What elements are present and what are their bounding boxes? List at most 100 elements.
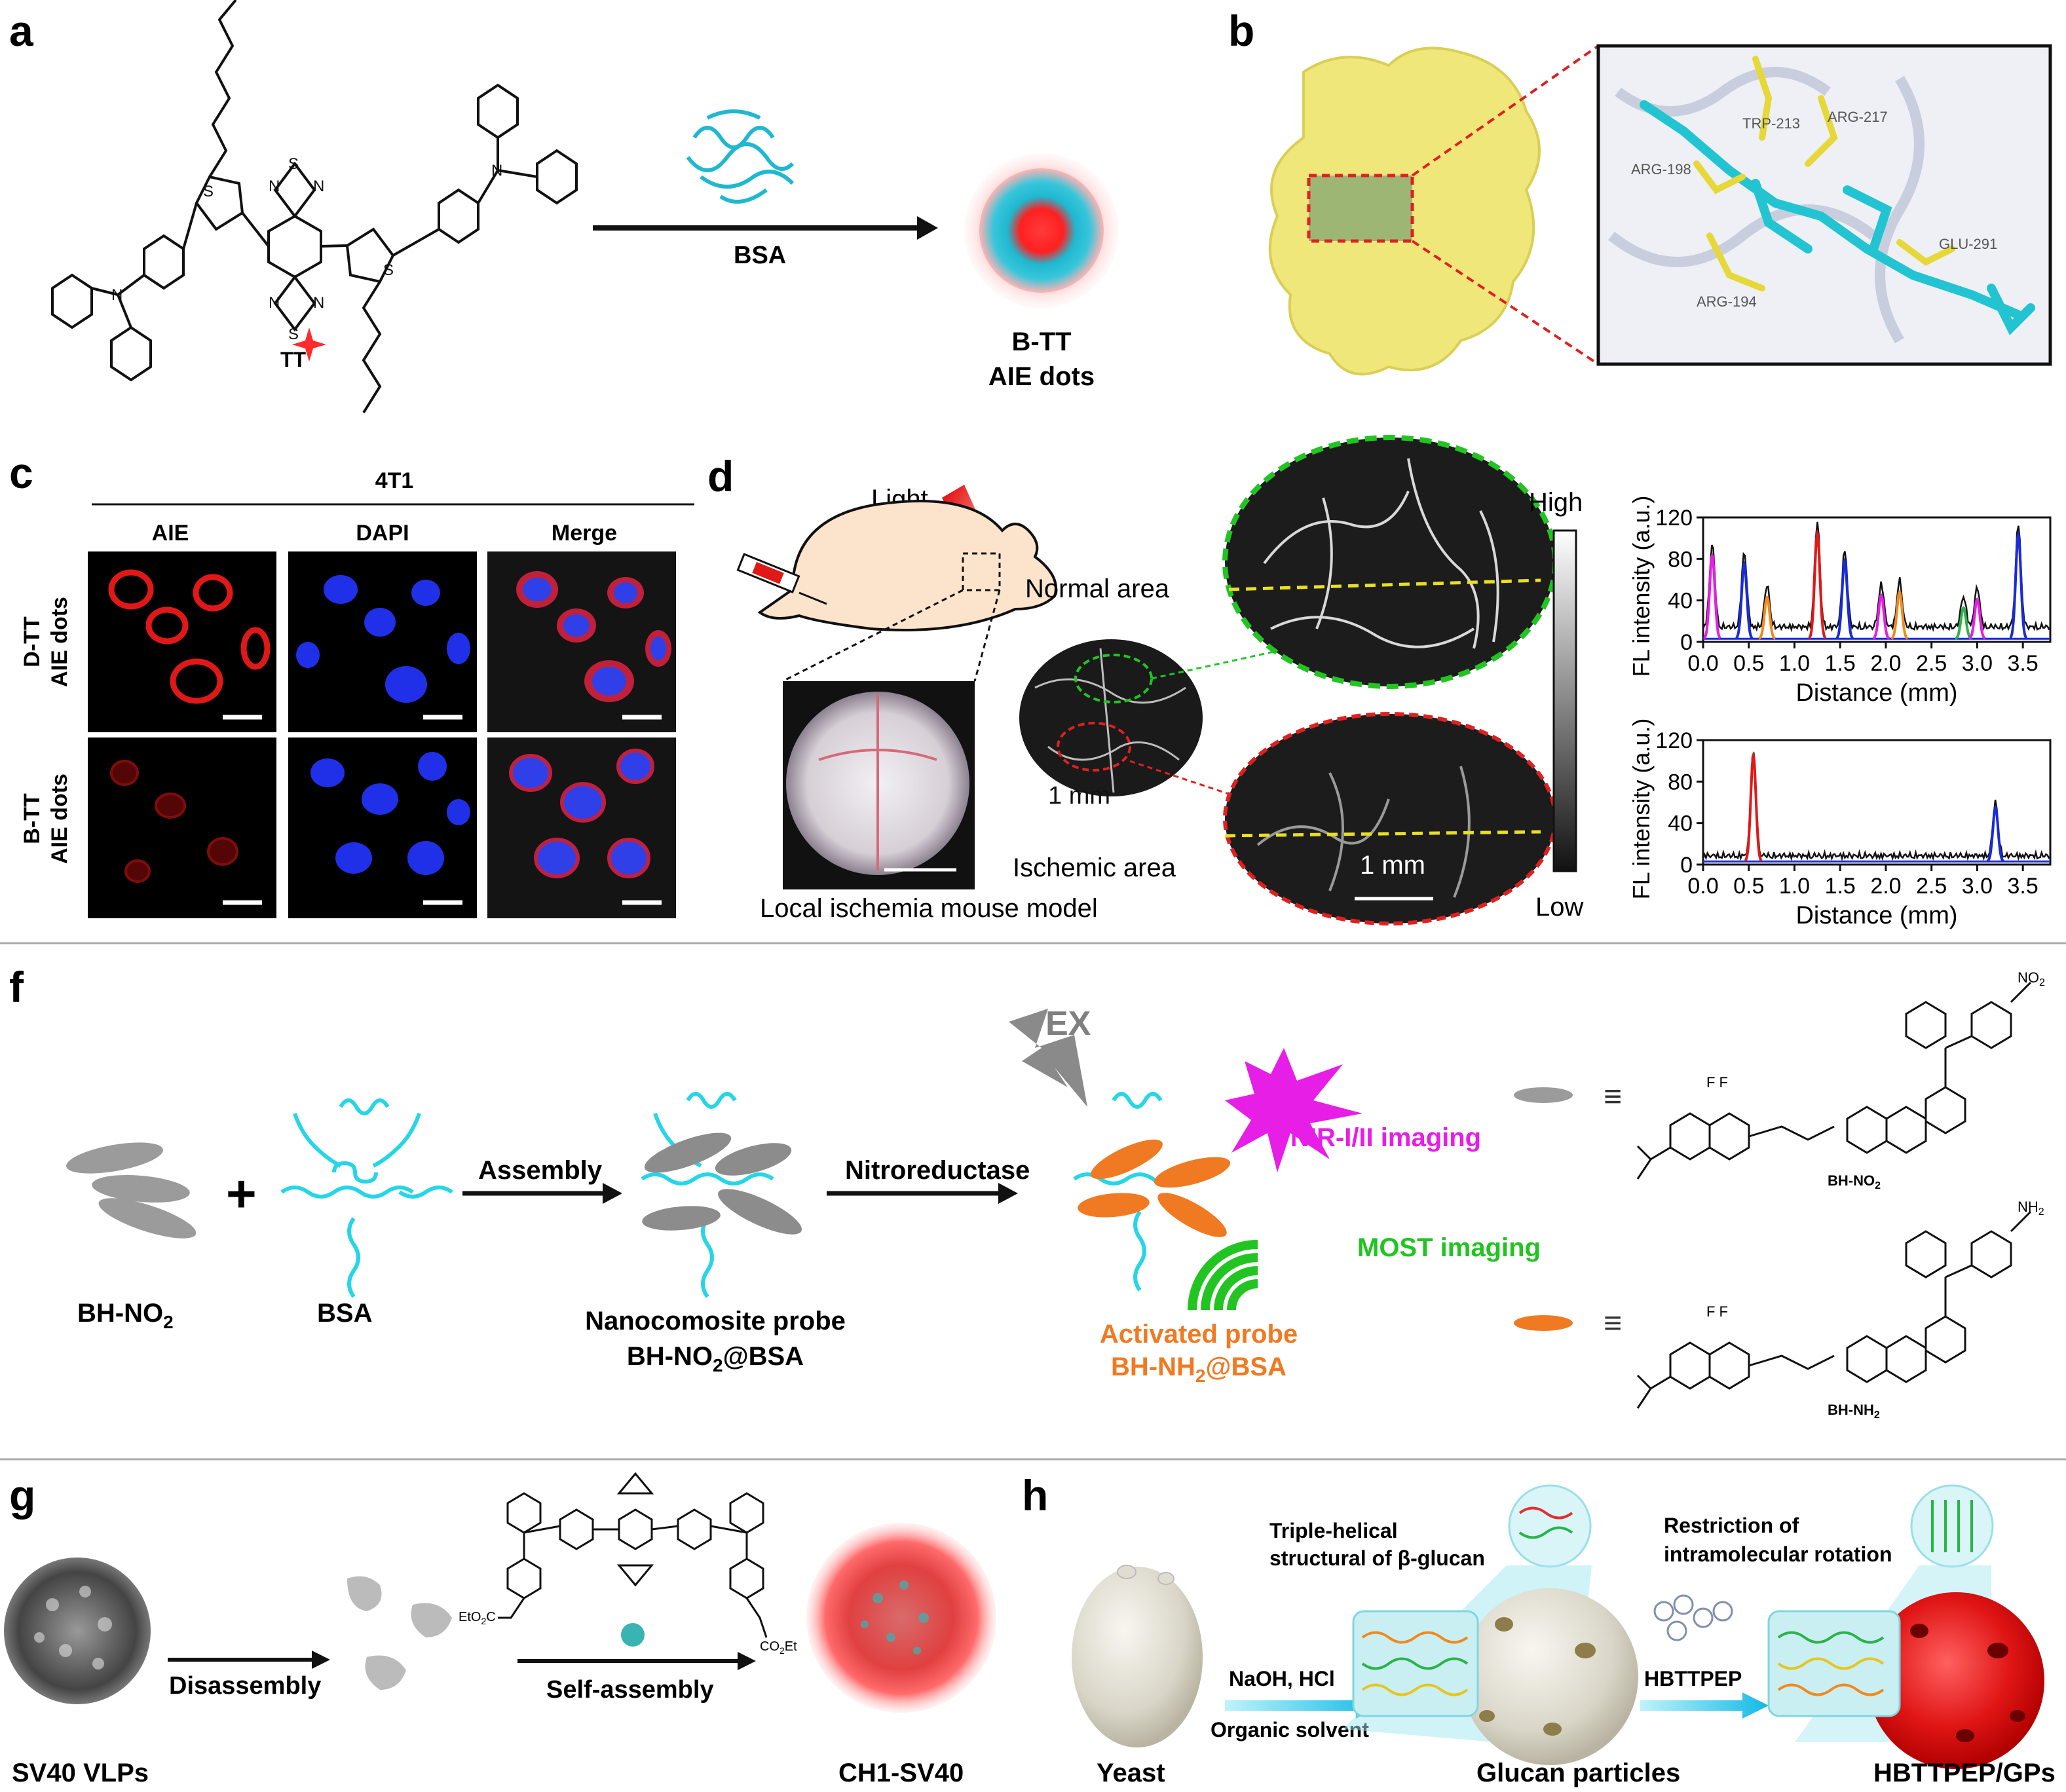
y-tick-label: 80 <box>1668 547 1693 572</box>
svg-text:ARG-198: ARG-198 <box>1631 161 1691 177</box>
arrow-hbttpep <box>1640 1692 1769 1719</box>
zoom-line-d-right <box>973 589 1001 682</box>
fitted-peak <box>1968 597 1986 640</box>
no2-group-label: NO2 <box>2018 969 2045 988</box>
bsa-helix-cluster-1 <box>280 1098 453 1298</box>
fitted-peak <box>1835 557 1854 640</box>
activated-line2: BH-NH2@BSA <box>1111 1353 1287 1386</box>
panel-letter-d: d <box>707 452 734 500</box>
y-tick-label: 0 <box>1680 853 1693 878</box>
x-tick-label: 0.5 <box>1733 874 1764 899</box>
svg-text:N: N <box>269 177 280 195</box>
panel-letter-h: h <box>1022 1471 1048 1520</box>
normal-zoom-vessels <box>1263 458 1499 649</box>
x-tick-label: 3.5 <box>2008 874 2038 899</box>
legend-orange-probe <box>1514 1315 1573 1331</box>
panel-letter-f: f <box>9 963 24 1011</box>
hbttpep-molecule-icon <box>1653 1594 1733 1641</box>
sv40-vlps-label: SV40 VLPs <box>12 1759 149 1787</box>
nir-burst-icon <box>1225 1048 1362 1172</box>
hbttpep-inset-helix <box>1931 1500 1973 1552</box>
glucan-chains <box>1361 1631 1469 1696</box>
fitted-peak <box>1744 751 1763 862</box>
panel-c: c 4T1 AIE DAPI Merge D-TT AIE dots B-TT … <box>9 449 694 918</box>
x-tick-label: 0.0 <box>1687 651 1718 676</box>
syringe-icon <box>736 553 827 605</box>
svg-text:N: N <box>111 286 122 304</box>
encapsulated-bh-no2 <box>642 1132 802 1235</box>
y-tick-label: 120 <box>1655 728 1693 753</box>
svg-text:N: N <box>269 294 280 312</box>
ch1-sv40-texture <box>861 1580 929 1654</box>
hbttpep-gps-particle <box>1868 1592 2044 1769</box>
residue-sticks <box>1693 56 1955 291</box>
hbttpep-inset <box>1910 1484 1994 1568</box>
x-tick-label: 1.0 <box>1779 874 1810 899</box>
bsa-label: BSA <box>734 242 786 269</box>
x-tick-label: 1.5 <box>1825 651 1856 676</box>
x-tick-label: 3.0 <box>1962 651 1993 676</box>
fitted-peak <box>1808 529 1827 639</box>
svg-text:TRP-213: TRP-213 <box>1742 115 1800 132</box>
y-tick-label: 0 <box>1680 630 1693 655</box>
tt-molecule-structure <box>51 0 578 414</box>
cells-red-top <box>108 569 271 704</box>
zoom-line-ischemic <box>1129 760 1304 820</box>
row-label-d-tt-1: D-TT <box>20 616 45 667</box>
normal-zoom-image <box>1222 435 1558 689</box>
plus-sign: + <box>226 1165 257 1223</box>
cell-line-label: 4T1 <box>375 468 414 493</box>
arrow-head-disassembly <box>312 1651 330 1669</box>
svg-text:GLU-291: GLU-291 <box>1939 236 1997 252</box>
arrow-head-nitroreductase <box>998 1183 1018 1204</box>
arrow-naoh <box>1225 1692 1382 1719</box>
vlp-texture <box>34 1586 112 1670</box>
panel-letter-c: c <box>9 449 33 497</box>
hbttpep-arrow-label: HBTTPEP <box>1644 1667 1742 1690</box>
fitted-peak <box>1703 552 1721 639</box>
hbttpep-chain-inset <box>1767 1610 1901 1717</box>
ester-left-label: EtO2C <box>459 1610 496 1626</box>
x-tick-label: 2.5 <box>1916 874 1947 899</box>
scale-bar-zoom-label: 1 mm <box>1360 851 1425 880</box>
self-assembly-label: Self-assembly <box>546 1676 714 1704</box>
skull-sutures <box>818 694 937 871</box>
restriction-line2: intramolecular rotation <box>1664 1542 1892 1566</box>
panel-letter-b: b <box>1228 7 1254 55</box>
triple-helical-line1: Triple-helical <box>1269 1519 1398 1542</box>
fitted-peak <box>2009 530 2028 639</box>
colorbar-low: Low <box>1535 893 1583 922</box>
x-tick-label: 2.0 <box>1870 874 1901 899</box>
bh-nh2-struct-label: BH-NH2 <box>1828 1402 1880 1421</box>
most-imaging-label: MOST imaging <box>1357 1233 1541 1262</box>
ischemic-roi <box>1057 722 1131 772</box>
panel-letter-g: g <box>9 1471 35 1520</box>
legend-gray-probe <box>1514 1087 1573 1103</box>
y-tick-label: 40 <box>1668 589 1693 614</box>
col-label-aie: AIE <box>152 521 189 546</box>
x-tick-label: 3.0 <box>1962 874 1993 899</box>
svg-text:S: S <box>288 155 299 173</box>
x-tick-label: 1.5 <box>1825 874 1856 899</box>
bh-no2-label: BH-NO2 <box>77 1299 174 1332</box>
svg-text:ARG-217: ARG-217 <box>1828 109 1888 125</box>
row-label-b-tt-2: AIE dots <box>47 774 72 864</box>
fitted-peak <box>1758 595 1776 640</box>
x-axis-label: Distance (mm) <box>1795 902 1957 929</box>
nitroreductase-label: Nitroreductase <box>845 1156 1030 1185</box>
fitted-peak <box>1986 804 2004 863</box>
row-label-b-tt-1: B-TT <box>20 793 45 844</box>
profile-line-ischemic <box>1224 830 1541 838</box>
head-region-box <box>962 552 1001 591</box>
cells-merge-bottom <box>509 749 654 878</box>
y-tick-label: 120 <box>1655 506 1693 531</box>
panel-d: d Light Local ischemia mouse model Norma… <box>707 435 1583 925</box>
naoh-label: NaOH, HCl <box>1229 1667 1335 1690</box>
activated-line1: Activated probe <box>1100 1320 1298 1349</box>
ex-label: EX <box>1045 1005 1091 1043</box>
panel-f: f + BH-NO2 BSA Assembly <box>9 963 2045 1421</box>
plot-frame <box>1702 516 2052 643</box>
zoom-line-d-left <box>782 589 964 682</box>
sv40-vlp <box>4 1558 151 1704</box>
